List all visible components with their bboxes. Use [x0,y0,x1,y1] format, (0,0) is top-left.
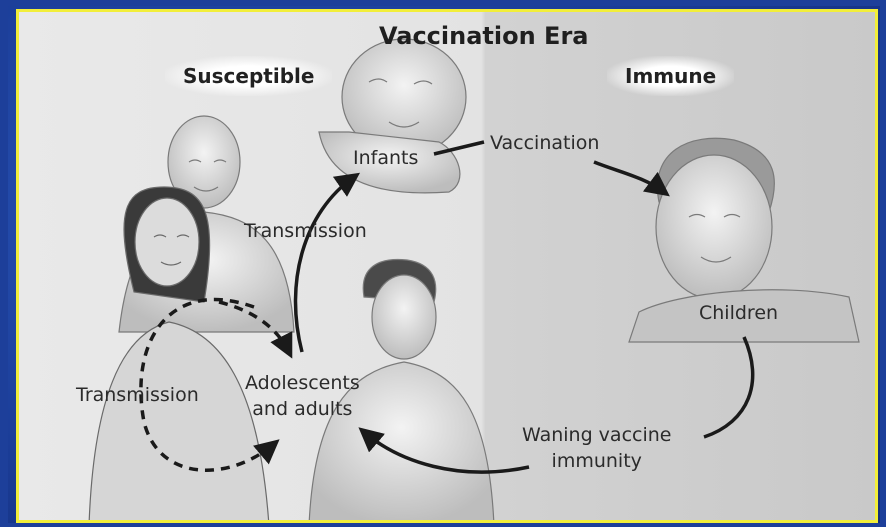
arrow-adolescents-to-infants [295,177,354,352]
illustration [19,12,878,523]
arrow-children-to-waning [704,337,753,437]
infant-figure [319,39,466,193]
node-children: Children [699,302,778,324]
label-transmission-left: Transmission [76,384,199,406]
node-vaccination: Vaccination [490,132,599,154]
node-waning-immunity: Waning vaccine immunity [522,422,671,474]
heading-susceptible: Susceptible [165,56,332,96]
adolescents-line2: and adults [245,396,360,422]
waning-line1: Waning vaccine [522,422,671,448]
diagram-panel: Vaccination Era Susceptible Immune Infan… [16,9,878,523]
diagram-title: Vaccination Era [379,22,588,50]
label-transmission-upper: Transmission [244,220,367,242]
waning-line2: immunity [522,448,671,474]
arrow-vaccination-to-children [594,162,664,192]
node-adolescents-adults: Adolescents and adults [245,370,360,422]
node-infants: Infants [353,147,418,169]
heading-immune: Immune [607,56,734,96]
adolescents-line1: Adolescents [245,370,360,396]
